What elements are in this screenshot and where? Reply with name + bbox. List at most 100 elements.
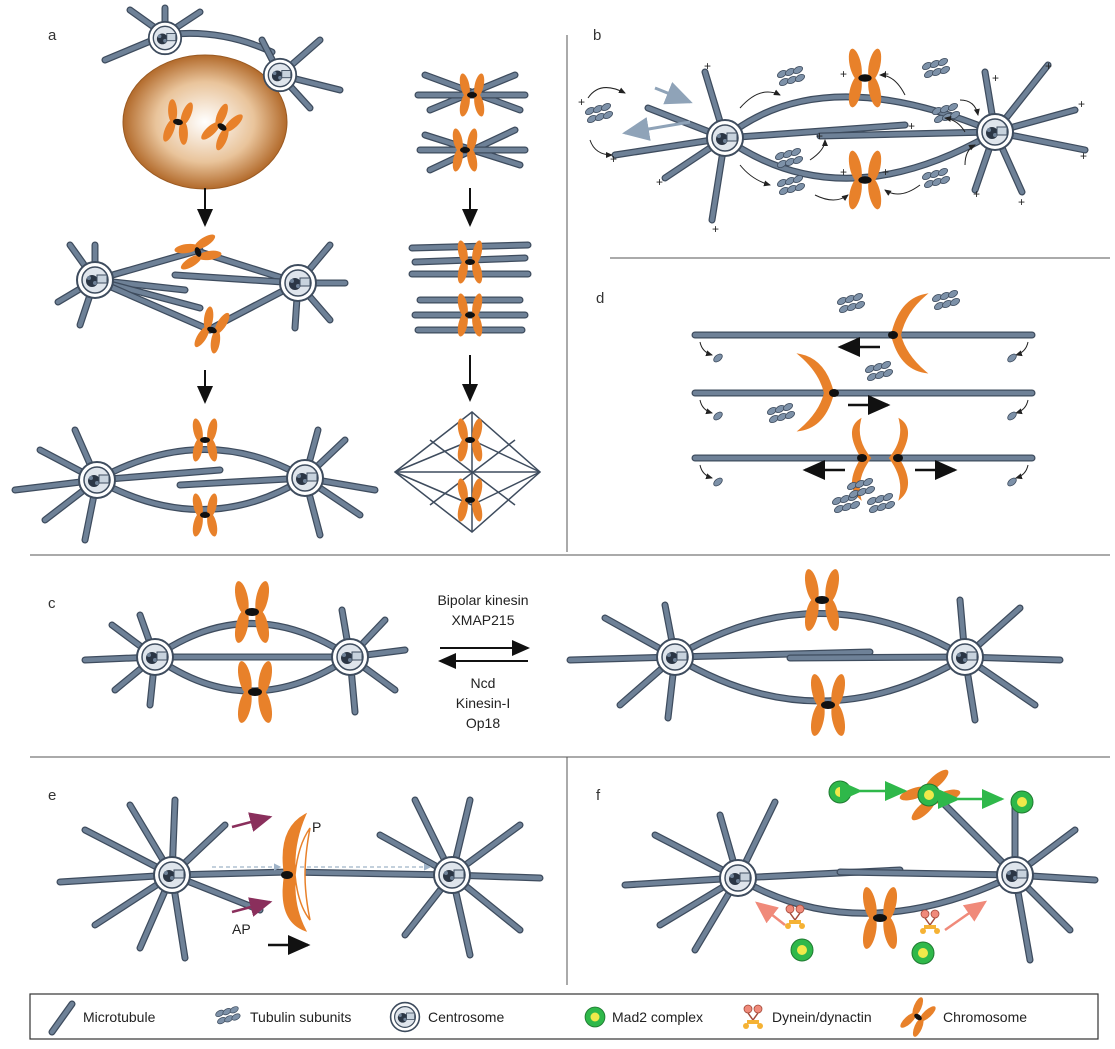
plus-end: + bbox=[1045, 59, 1052, 73]
plus-end: + bbox=[882, 165, 889, 179]
panel-label-e: e bbox=[48, 787, 56, 804]
chromosome bbox=[808, 672, 848, 738]
centrosome bbox=[331, 638, 369, 676]
chromosome bbox=[455, 417, 485, 463]
panel-a-capture-stage bbox=[54, 231, 349, 356]
panel-a: a bbox=[11, 4, 542, 544]
mad2-complex bbox=[828, 780, 852, 804]
panel-label-f: f bbox=[596, 787, 601, 804]
mad2-complex bbox=[1010, 790, 1034, 814]
legend-label-mad2: Mad2 complex bbox=[612, 1009, 703, 1025]
reverse-factor-2: Kinesin-I bbox=[456, 695, 510, 711]
mad2-complex bbox=[911, 941, 935, 965]
chromosome-icon bbox=[897, 994, 939, 1040]
chromosome bbox=[890, 293, 929, 374]
stripping-arrow bbox=[755, 901, 786, 926]
plus-end: + bbox=[908, 119, 915, 133]
centrosome bbox=[996, 856, 1034, 894]
plus-end: + bbox=[1080, 149, 1087, 163]
plus-end: + bbox=[882, 67, 889, 81]
centrosome bbox=[286, 459, 324, 497]
panel-label-b: b bbox=[593, 27, 601, 44]
dynein-icon bbox=[742, 1004, 764, 1030]
plus-end: + bbox=[712, 222, 719, 236]
legend-item-chromosome: Chromosome bbox=[897, 994, 1027, 1040]
chromosome bbox=[190, 417, 220, 463]
panel-a-chromatin-column bbox=[393, 71, 542, 533]
mad2-icon bbox=[584, 1006, 606, 1028]
nucleus bbox=[122, 54, 288, 190]
plus-end: + bbox=[610, 152, 617, 166]
legend-item-dynein: Dynein/dynactin bbox=[742, 1004, 872, 1030]
panel-e: e P bbox=[48, 787, 544, 962]
panel-b: b bbox=[578, 27, 1089, 236]
legend-label-microtubule: Microtubule bbox=[83, 1009, 156, 1025]
centrosome bbox=[78, 461, 116, 499]
panel-a-nucleus-stage bbox=[101, 4, 344, 190]
legend-label-centrosome: Centrosome bbox=[428, 1009, 504, 1025]
panel-label-a: a bbox=[48, 27, 57, 44]
legend-label-tubulin: Tubulin subunits bbox=[250, 1009, 351, 1025]
mad2-complex bbox=[917, 783, 941, 807]
chromosome bbox=[191, 304, 233, 356]
reverse-factor-1: Ncd bbox=[471, 675, 496, 691]
chromosome bbox=[796, 353, 835, 432]
centrosome bbox=[656, 638, 694, 676]
plus-end: + bbox=[1078, 97, 1085, 111]
panel-d: d bbox=[596, 288, 1036, 515]
centrosome-icon bbox=[389, 1001, 421, 1033]
mad2-complex bbox=[790, 938, 814, 962]
legend-box bbox=[29, 993, 1099, 1040]
reverse-factor-3: Op18 bbox=[466, 715, 500, 731]
legend: Microtubule Tubulin subunits Centrosome … bbox=[29, 993, 1099, 1040]
ap-force-arrow bbox=[231, 812, 273, 832]
plus-end: + bbox=[840, 67, 847, 81]
chromosome bbox=[232, 579, 272, 645]
depolymerization-arrows bbox=[699, 341, 1029, 480]
tubulin-subunits bbox=[920, 166, 952, 190]
plus-end: + bbox=[816, 129, 823, 143]
ap-force-arrow bbox=[231, 897, 273, 917]
plus-end: + bbox=[578, 95, 585, 109]
tubulin-subunits bbox=[713, 353, 1017, 487]
panel-label-c: c bbox=[48, 595, 56, 612]
chromosome bbox=[172, 231, 224, 273]
tubulin-subunits bbox=[835, 291, 867, 315]
turnover-arrows bbox=[587, 72, 980, 202]
chromosome bbox=[860, 885, 900, 951]
stripping-arrow bbox=[944, 900, 988, 932]
tubulin-subunits bbox=[775, 64, 807, 88]
centrosome bbox=[136, 638, 174, 676]
plus-end: + bbox=[656, 175, 663, 189]
poleward-flux-arrow bbox=[654, 81, 693, 105]
centrosome bbox=[262, 57, 298, 93]
centrosome bbox=[976, 113, 1014, 151]
tubulin-subunits bbox=[863, 359, 895, 383]
tubulin-subunits bbox=[773, 146, 805, 170]
tubulin-subunits bbox=[583, 101, 615, 125]
plus-end: + bbox=[1018, 195, 1025, 209]
legend-item-mad2: Mad2 complex bbox=[584, 1006, 703, 1028]
plus-end: + bbox=[704, 59, 711, 73]
centrosome bbox=[153, 856, 191, 894]
tubulin-subunits bbox=[930, 288, 962, 312]
tubulin-subunits bbox=[865, 491, 897, 515]
spindle-lines bbox=[393, 411, 542, 533]
plus-end-markers: + + + + + + + + + + + + + + + + + bbox=[578, 59, 1087, 236]
tubulin-subunits bbox=[845, 476, 877, 500]
plus-end: + bbox=[992, 71, 999, 85]
panel-label-d: d bbox=[596, 290, 604, 307]
tubulin-subunits bbox=[765, 401, 797, 425]
centrosome bbox=[147, 20, 183, 56]
tubulin-subunits bbox=[775, 173, 807, 197]
plus-end: + bbox=[973, 187, 980, 201]
legend-item-microtubule: Microtubule bbox=[48, 1000, 156, 1036]
forward-factor-1: Bipolar kinesin bbox=[437, 592, 528, 608]
plus-end: + bbox=[840, 165, 847, 179]
legend-label-dynein: Dynein/dynactin bbox=[772, 1009, 872, 1025]
tubulin-icon bbox=[214, 1004, 242, 1026]
centrosome bbox=[719, 859, 757, 897]
label-p: P bbox=[312, 819, 321, 835]
panel-f: f bbox=[596, 765, 1099, 965]
